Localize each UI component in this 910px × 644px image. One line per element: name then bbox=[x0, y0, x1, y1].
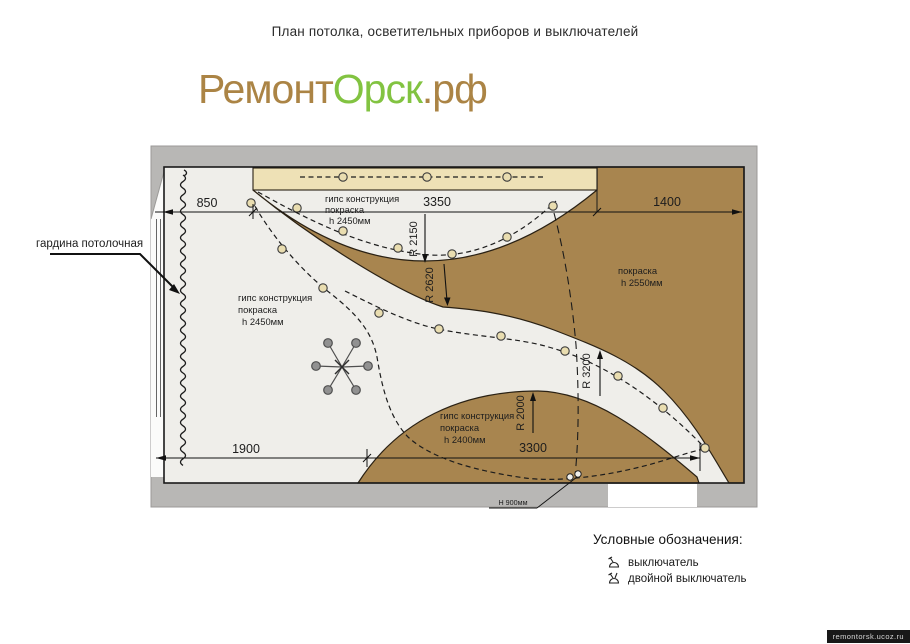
lamp-icon bbox=[434, 324, 444, 334]
legend-item-label: двойной выключатель bbox=[628, 572, 747, 585]
gypsum-top-line1: гипс конструкция bbox=[325, 193, 399, 204]
radius-2620: R 2620 bbox=[424, 267, 436, 302]
dimension-lines bbox=[155, 204, 742, 471]
gypsum-left-line3: h 2450мм bbox=[242, 316, 284, 327]
brown-dome-region bbox=[356, 390, 700, 484]
gypsum-top-line3: h 2450мм bbox=[329, 215, 371, 226]
paint-right-line2: h 2550мм bbox=[621, 277, 663, 288]
lamp-icon bbox=[613, 371, 623, 381]
dim-3300: 3300 bbox=[519, 441, 547, 455]
gypsum-top-line2: покраска bbox=[325, 204, 365, 215]
logo-part-rf: .рф bbox=[421, 66, 488, 112]
radius-arrows bbox=[422, 214, 603, 433]
height-note-label: Н 900мм bbox=[498, 498, 527, 507]
lamp-icon bbox=[700, 443, 710, 453]
lamp-symbols bbox=[246, 172, 710, 453]
logo-part-orsk: Орск bbox=[332, 66, 423, 112]
dim-850: 850 bbox=[197, 196, 218, 210]
height-note-leader bbox=[489, 476, 578, 509]
lamp-icon bbox=[422, 172, 432, 182]
gypsum-left-line1: гипс конструкция bbox=[238, 292, 312, 303]
left-bottom-lamp-curve bbox=[250, 198, 705, 480]
diagonal-band-lamp-curve bbox=[344, 290, 705, 448]
lamp-icon bbox=[447, 249, 457, 259]
upper-arc-lamp-curve bbox=[257, 191, 557, 256]
gypsum-bottom-line1: гипс конструкция bbox=[440, 410, 514, 421]
lamp-icon bbox=[548, 201, 558, 211]
lamp-icon bbox=[277, 244, 287, 254]
logo-part-remont: Ремонт bbox=[198, 66, 334, 112]
dimension-texts: 850 3350 1400 1900 3300 R 2150 R 2620 R … bbox=[197, 195, 681, 456]
radius-3200: R 3200 bbox=[581, 353, 593, 388]
paint-right-line1: покраска bbox=[618, 265, 658, 276]
radius-centerline bbox=[553, 212, 579, 477]
gypsum-bottom-line3: h 2400мм bbox=[444, 434, 486, 445]
lamp-icon bbox=[502, 232, 512, 242]
lamp-icon bbox=[502, 172, 512, 182]
chandelier-icon bbox=[311, 338, 373, 395]
dim-1400: 1400 bbox=[653, 195, 681, 209]
lamp-icon bbox=[246, 198, 256, 208]
curtain-label: гардина потолочная bbox=[36, 238, 143, 250]
wall-notch bbox=[608, 484, 697, 507]
lamp-icon bbox=[318, 283, 328, 293]
dim-1900: 1900 bbox=[232, 442, 260, 456]
gypsum-left-line2: покраска bbox=[238, 304, 278, 315]
area-labels: гипс конструкция покраска h 2450мм гипс … bbox=[36, 193, 663, 507]
gypsum-bottom-line2: покраска bbox=[440, 422, 480, 433]
painted-brown-region bbox=[252, 166, 745, 484]
legend-heading: Условные обозначения: bbox=[593, 532, 743, 547]
watermark: remontorsk.ucoz.ru bbox=[826, 630, 910, 643]
legend: Условные обозначения: выключатель двойно… bbox=[593, 532, 746, 588]
legend-item-label: выключатель bbox=[628, 556, 699, 569]
double-switch-icon bbox=[566, 470, 582, 481]
dim-3350: 3350 bbox=[423, 195, 451, 209]
legend-item-double-switch: двойной выключатель bbox=[607, 572, 746, 585]
curtain-leader bbox=[50, 253, 180, 294]
lamp-icon bbox=[338, 172, 348, 182]
site-logo: РемонтОрск.рф bbox=[198, 66, 488, 113]
radius-2000: R 2000 bbox=[515, 395, 527, 430]
room-border bbox=[163, 166, 745, 484]
lamp-icon bbox=[658, 403, 668, 413]
double-switch-icon bbox=[608, 572, 620, 584]
curtain-wave-line bbox=[179, 169, 188, 466]
lamp-icon bbox=[393, 243, 403, 253]
radius-2150: R 2150 bbox=[408, 221, 420, 256]
lamp-icon bbox=[560, 346, 570, 356]
legend-item-switch: выключатель bbox=[607, 556, 746, 569]
page-title: План потолка, осветительных приборов и в… bbox=[271, 24, 639, 39]
lamp-icon bbox=[338, 226, 348, 236]
brown-main-region bbox=[252, 166, 745, 484]
lamp-icon bbox=[496, 331, 506, 341]
window-strip bbox=[151, 219, 164, 477]
lamp-icon bbox=[374, 308, 384, 318]
lamp-icon bbox=[292, 203, 302, 213]
switch-icon bbox=[608, 556, 620, 568]
